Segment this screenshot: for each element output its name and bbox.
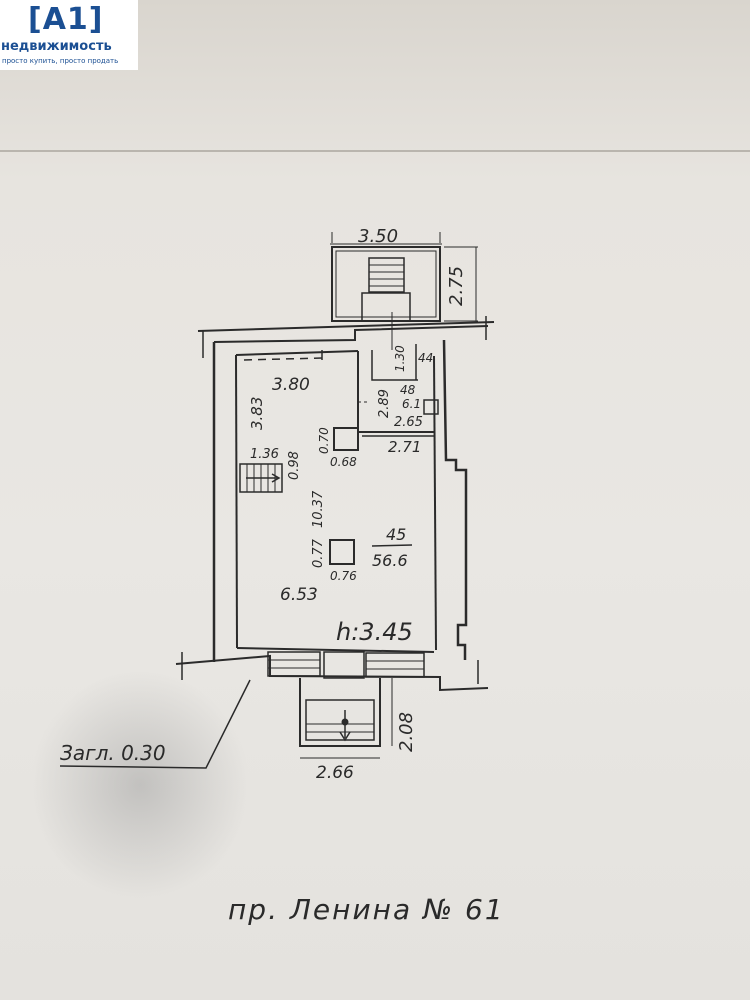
dim-room-length-left: 3.83 — [248, 397, 266, 430]
ceiling-height: h:3.45 — [336, 618, 413, 646]
dim-bath-height: 2.89 — [377, 389, 392, 418]
bottom-wall-inner — [236, 647, 435, 653]
area-fraction-line — [371, 544, 413, 547]
dim-room-width: 3.80 — [272, 375, 310, 395]
left-wall-inner — [235, 354, 238, 649]
dim-stair-depth: 2.75 — [446, 266, 467, 306]
dim-column-height: 0.70 — [317, 427, 331, 454]
dim-48: 48 — [400, 383, 416, 397]
dim-130: 1.30 — [393, 345, 407, 372]
top-stair-inner — [335, 250, 437, 318]
street-address: пр. Ленина № 61 — [228, 893, 505, 926]
hand-shadow — [30, 670, 250, 900]
plan-walls — [59, 232, 495, 769]
dim-stair-inner: 1.36 — [250, 447, 279, 462]
dim-44: 44 — [418, 351, 433, 365]
dim-room-length: 6.53 — [280, 585, 318, 605]
dim-stair-length: 0.98 — [287, 451, 302, 480]
central-pillar — [329, 539, 355, 565]
paper-fold-line — [0, 150, 750, 152]
dim-corridor-width: 2.71 — [388, 438, 421, 456]
dim-column-width: 0.68 — [330, 455, 357, 469]
dim-bath-width: 2.65 — [394, 415, 423, 430]
logo-name: недвижимость — [1, 39, 112, 54]
interior-stair-arrowhead — [271, 473, 281, 483]
dimension-labels: 3.50 2.75 3.80 3.83 1.30 44 48 6.1 2.89 … — [60, 226, 467, 783]
porch-arrow-dot — [341, 718, 349, 726]
window-right — [365, 652, 425, 678]
depth-note: Загл. 0.30 — [60, 741, 166, 765]
bath-inner-wall — [371, 350, 418, 381]
room-area-number: 45 — [386, 525, 406, 544]
dim-pillar-side: 10.37 — [311, 490, 326, 528]
dim-stair-width: 3.50 — [358, 226, 398, 247]
dim-pillar-label: 0.77 — [311, 538, 326, 568]
logo-mark: [A1] — [28, 2, 104, 37]
top-wall-axis — [197, 321, 495, 332]
right-wall-outer — [442, 339, 468, 660]
logo-tagline: просто купить, просто продать — [2, 57, 119, 65]
dim-61: 6.1 — [402, 397, 421, 411]
top-stair-landing — [361, 292, 411, 322]
porch-outline — [299, 678, 381, 747]
column-top — [333, 427, 359, 451]
dim-porch-width: 2.66 — [316, 763, 354, 783]
room-area: 56.6 — [372, 551, 408, 570]
bath-sink — [423, 399, 439, 415]
bottom-wall-outer — [175, 654, 489, 692]
porch-inner — [305, 699, 375, 741]
dashed-overhead-line — [243, 357, 323, 361]
top-stair-steps — [368, 257, 405, 293]
depth-leader — [59, 679, 251, 769]
watermark-logo: [A1] недвижимость просто купить, просто … — [0, 0, 138, 70]
entrance-door — [323, 651, 365, 679]
dim-porch-depth: 2.08 — [396, 712, 417, 752]
right-wall-inner — [433, 355, 437, 651]
dim-pillar-bottom: 0.76 — [330, 569, 357, 583]
window-left — [267, 651, 321, 677]
porch-arrow-head — [339, 731, 351, 742]
top-wall-outer — [213, 325, 489, 343]
top-wall-inner — [235, 350, 359, 356]
